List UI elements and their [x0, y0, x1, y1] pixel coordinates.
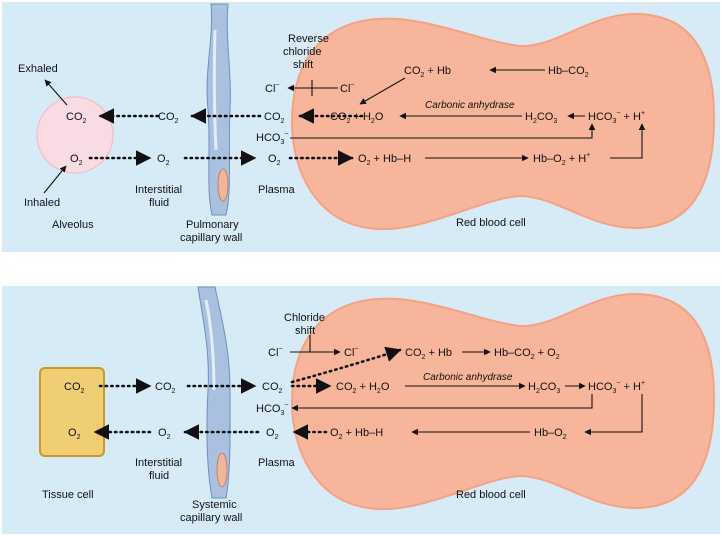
systemic-capillary-wall: [197, 286, 231, 499]
arrow-exhaled: [44, 79, 68, 106]
label-tissue-cell: Tissue cell: [42, 489, 94, 501]
top-red-blood-cell: [290, 12, 716, 231]
bottom-red-blood-cell: [290, 292, 716, 511]
rbc-o2-plus-hbh: O2 + Hb–H: [358, 153, 411, 167]
rbc-h2co3-b: H2CO3: [528, 381, 560, 395]
interstitial-co2-b: CO2: [155, 381, 176, 395]
alveolus-co2: CO2: [66, 111, 87, 125]
label-bottom-rbc: Red blood cell: [456, 489, 526, 501]
rbc-hbo2-b: Hb–O2: [534, 427, 567, 441]
label-interstitial-b-1: Interstitial: [135, 457, 182, 469]
rbc-hco3-plus-h-b: HCO3− + H+: [588, 380, 645, 395]
rbc-h2co3: H2CO3: [525, 111, 557, 125]
label-plasma: Plasma: [258, 184, 296, 196]
label-shift-1: Reverse: [288, 33, 329, 45]
bottom-panel: CO2 O2 Tissue cell CO2 O2 Interstitial f…: [2, 286, 720, 534]
rbc-hbco2-plus-o2-b: Hb–CO2 + O2: [494, 347, 560, 361]
interstitial-o2-b: O2: [158, 427, 171, 441]
label-wall-2: capillary wall: [180, 232, 242, 244]
tissue-o2: O2: [68, 427, 81, 441]
label-interstitial-1: Interstitial: [135, 184, 182, 196]
arrow-hco3-entry: [290, 123, 596, 139]
label-exhaled: Exhaled: [18, 63, 58, 75]
plasma-o2: O2: [268, 153, 281, 167]
top-panel: Exhaled Inhaled Alveolus CO2 O2 CO2 O2 I…: [2, 2, 720, 252]
plasma-hco3: HCO3−: [256, 131, 288, 146]
plasma-cl-b: Cl−: [268, 346, 282, 359]
plasma-hco3-b: HCO3−: [256, 402, 288, 417]
plasma-co2: CO2: [264, 111, 285, 125]
label-wall-b-1: Systemic: [192, 499, 237, 511]
rbc-co2-plus-hb: CO2 + Hb: [404, 65, 451, 79]
arrow-co2-to-hb-b: [290, 346, 402, 384]
rbc-hbo2-plus-h: Hb–O2 + H+: [533, 152, 590, 167]
label-shift-3: shift: [293, 59, 313, 71]
rbc-co2-plus-h2o: CO2 + H2O: [330, 111, 384, 125]
arrow-inhaled: [43, 165, 67, 194]
arrow-co2-release: [359, 77, 406, 105]
label-interstitial-2: fluid: [149, 197, 169, 209]
label-shift-2: chloride: [283, 46, 322, 58]
label-chloride-shift-2: shift: [295, 325, 315, 337]
rbc-hco3-plus-h: HCO3− + H+: [588, 110, 645, 125]
interstitial-co2: CO2: [158, 111, 179, 125]
top-enzyme-label: Carbonic anhydrase: [425, 100, 515, 111]
tissue-co2: CO2: [64, 381, 85, 395]
rbc-cl: Cl−: [340, 82, 354, 95]
interstitial-o2: O2: [157, 153, 170, 167]
rbc-cl-b: Cl−: [344, 346, 358, 359]
label-plasma-b: Plasma: [258, 457, 296, 469]
label-top-rbc: Red blood cell: [456, 217, 526, 229]
tissue-cell: [39, 367, 105, 457]
plasma-o2-b: O2: [266, 427, 279, 441]
pulmonary-capillary-wall: [206, 3, 231, 216]
arrow-hplus-down: [584, 394, 643, 436]
label-wall-b-2: capillary wall: [180, 512, 242, 524]
arrow-hplus-up: [610, 123, 646, 159]
bottom-enzyme-label: Carbonic anhydrase: [423, 372, 513, 383]
rbc-co2-plus-h2o-b: CO2 + H2O: [336, 381, 390, 395]
alveolus-o2: O2: [70, 153, 83, 167]
alveolus: [36, 96, 114, 174]
label-chloride-shift-1: Chloride: [284, 312, 325, 324]
rbc-o2-plus-hbh-b: O2 + Hb–H: [330, 427, 383, 441]
rbc-co2-plus-hb-b: CO2 + Hb: [405, 347, 452, 361]
arrow-hco3-exit: [291, 394, 593, 412]
label-interstitial-b-2: fluid: [149, 470, 169, 482]
label-alveolus: Alveolus: [52, 219, 94, 231]
plasma-cl: Cl−: [265, 82, 279, 95]
plasma-co2-b: CO2: [262, 381, 283, 395]
rbc-hbco2: Hb–CO2: [548, 65, 589, 79]
label-inhaled: Inhaled: [24, 197, 60, 209]
label-wall-1: Pulmonary: [186, 219, 239, 231]
